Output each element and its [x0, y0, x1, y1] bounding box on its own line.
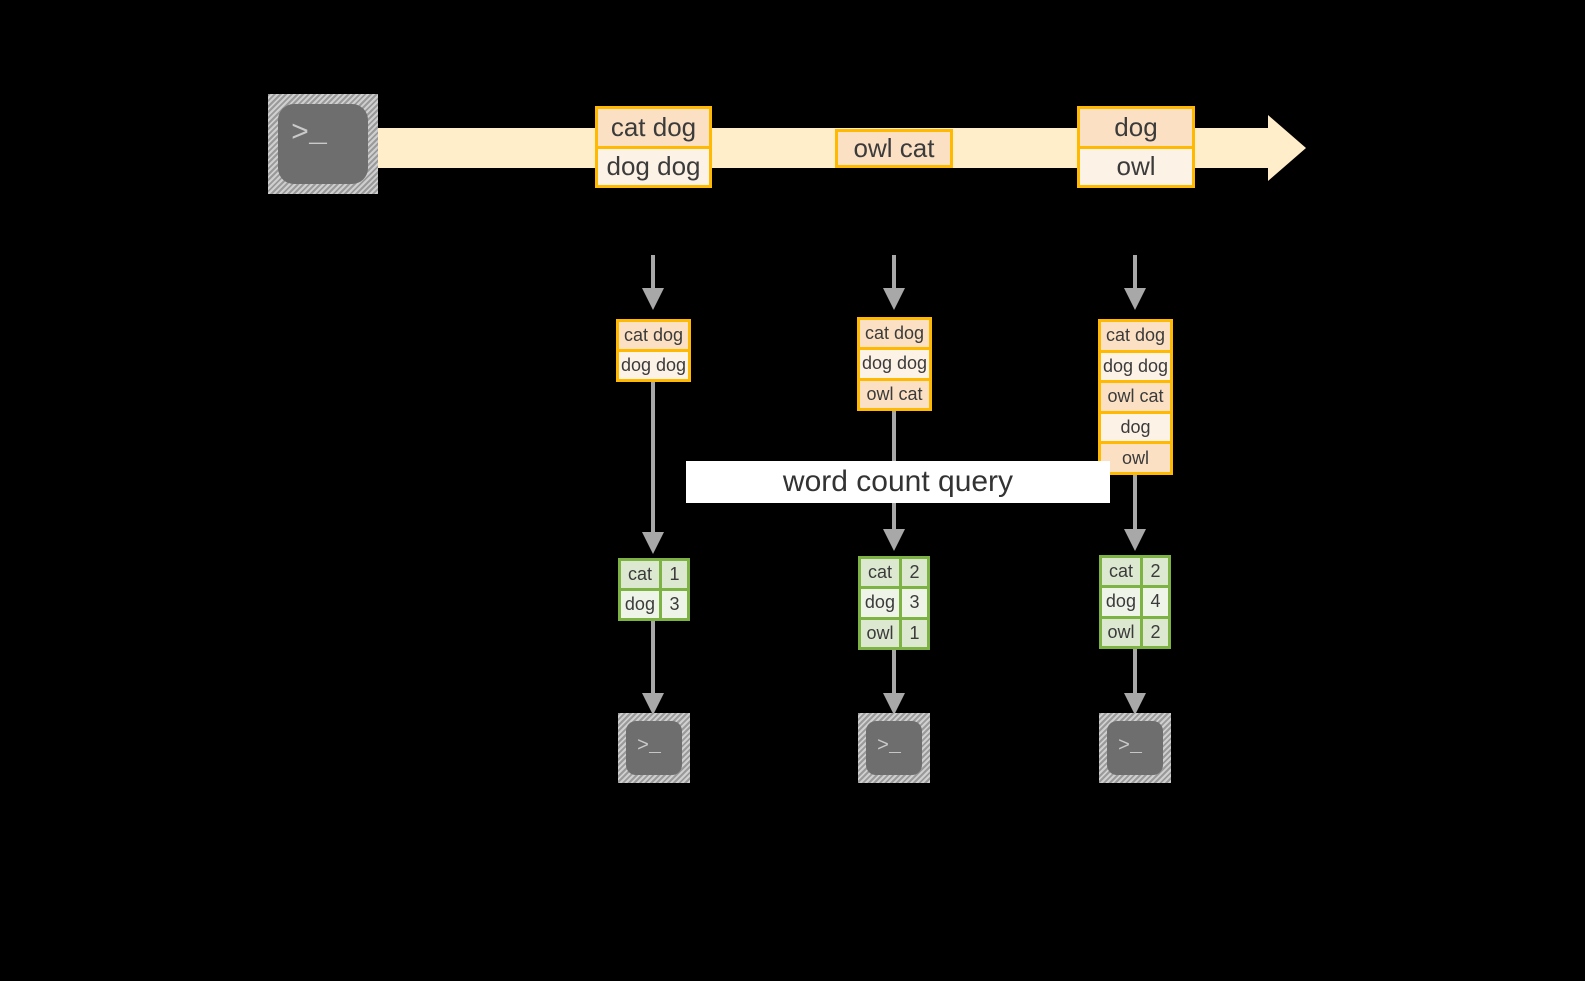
snapshot-3-dashed-arrowhead [1124, 288, 1146, 310]
snapshot-1-result-table[interactable]: cat 1 dog 3 [618, 558, 690, 621]
snapshot-1-dashed-connector [651, 255, 655, 290]
accumulated-record: cat dog [1101, 322, 1170, 350]
result-word: cat [1102, 558, 1143, 586]
accumulated-record: cat dog [860, 320, 929, 348]
result-word: owl [861, 619, 902, 647]
stream-group-3[interactable]: dog owl [1077, 106, 1195, 188]
source-terminal-icon[interactable]: >_ [268, 94, 378, 194]
terminal-prompt: >_ [291, 117, 328, 151]
table-row: dog 4 [1102, 585, 1168, 616]
accumulated-record: owl cat [860, 377, 929, 408]
table-row: dog 3 [861, 586, 927, 617]
result-count: 3 [909, 592, 920, 613]
snapshot-1-dashed-arrowhead [642, 288, 664, 310]
stream-record: dog [1080, 109, 1192, 146]
result-count: 1 [669, 564, 680, 584]
terminal-screen: >_ [278, 104, 368, 184]
table-row: dog 3 [621, 588, 687, 618]
result-count: 2 [1150, 621, 1161, 642]
terminal-prompt: >_ [1118, 735, 1143, 758]
terminal-screen: >_ [866, 721, 922, 775]
snapshot-1-query-connector [651, 382, 655, 534]
stream-record: owl cat [838, 132, 950, 165]
result-word: dog [621, 591, 662, 618]
snapshot-3-query-arrowhead [1124, 529, 1146, 551]
stream-arrowhead [1268, 115, 1306, 181]
result-word: cat [621, 561, 662, 588]
snapshot-1-accumulated-records[interactable]: cat dog dog dog [616, 319, 691, 382]
stream-group-2[interactable]: owl cat [835, 129, 953, 168]
snapshot-3-accumulated-records[interactable]: cat dog dog dog owl cat dog owl [1098, 319, 1173, 475]
terminal-prompt: >_ [637, 735, 662, 758]
result-word: dog [861, 589, 902, 617]
snapshot-2-dashed-connector [892, 255, 896, 290]
snapshot-2-accumulated-records[interactable]: cat dog dog dog owl cat [857, 317, 932, 411]
snapshot-3-sink-terminal-icon[interactable]: >_ [1099, 713, 1171, 783]
snapshot-1-sink-arrowhead [642, 693, 664, 715]
table-row: owl 2 [1102, 615, 1168, 646]
result-word: dog [1102, 588, 1143, 616]
stream-record: dog dog [598, 145, 709, 185]
terminal-prompt: >_ [877, 735, 902, 758]
accumulated-record: cat dog [619, 322, 688, 349]
result-count: 1 [909, 622, 920, 643]
accumulated-record: dog [1101, 410, 1170, 442]
snapshot-3-query-connector [1133, 475, 1137, 531]
accumulated-record: owl [1101, 441, 1170, 472]
query-label: word count query [686, 461, 1110, 503]
accumulated-record: owl cat [1101, 380, 1170, 411]
stream-group-1[interactable]: cat dog dog dog [595, 106, 712, 188]
snapshot-2-sink-arrowhead [883, 693, 905, 715]
snapshot-3-result-table[interactable]: cat 2 dog 4 owl 2 [1099, 555, 1171, 649]
terminal-screen: >_ [1107, 721, 1163, 775]
result-count: 3 [669, 594, 680, 614]
snapshot-2-sink-terminal-icon[interactable]: >_ [858, 713, 930, 783]
table-row: cat 2 [1102, 558, 1168, 586]
snapshot-3-sink-connector [1133, 649, 1137, 695]
snapshot-3-sink-arrowhead [1124, 693, 1146, 715]
stream-record: cat dog [598, 109, 709, 146]
snapshot-1-sink-terminal-icon[interactable]: >_ [618, 713, 690, 783]
snapshot-3-dashed-connector [1133, 255, 1137, 290]
result-count: 2 [1150, 561, 1161, 582]
result-count: 2 [909, 562, 920, 583]
table-row: owl 1 [861, 616, 927, 647]
snapshot-1-sink-connector [651, 621, 655, 695]
result-word: owl [1102, 618, 1143, 646]
snapshot-2-dashed-arrowhead [883, 288, 905, 310]
snapshot-2-sink-connector [892, 650, 896, 695]
terminal-screen: >_ [626, 721, 682, 775]
snapshot-1-query-arrowhead [642, 532, 664, 554]
snapshot-2-query-arrowhead [883, 529, 905, 551]
table-row: cat 1 [621, 561, 687, 588]
result-word: cat [861, 559, 902, 587]
accumulated-record: dog dog [860, 347, 929, 378]
table-row: cat 2 [861, 559, 927, 587]
snapshot-2-result-table[interactable]: cat 2 dog 3 owl 1 [858, 556, 930, 650]
result-count: 4 [1150, 591, 1161, 612]
accumulated-record: dog dog [619, 349, 688, 379]
accumulated-record: dog dog [1101, 349, 1170, 381]
stream-record: owl [1080, 145, 1192, 185]
